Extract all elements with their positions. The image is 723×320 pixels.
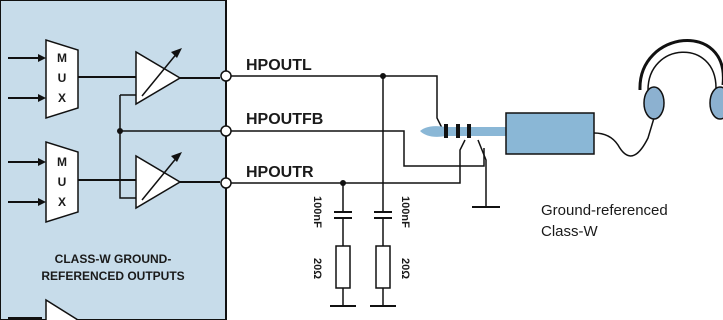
wire-hpoutl (231, 75, 445, 133)
codec-block (0, 0, 227, 320)
ground-symbol (472, 139, 500, 208)
amplifier-1-icon (135, 48, 182, 106)
headphone-cable (593, 117, 655, 157)
net-label-hpoutl: HPOUTL (246, 57, 312, 74)
net-label-hpoutfb: HPOUTFB (246, 111, 323, 128)
caption-line-2: Class-W (541, 223, 599, 240)
filter-branch-2 (370, 76, 396, 307)
filter-branch-1 (330, 183, 356, 307)
block-title-line-2: REFERENCED OUTPUTS (41, 269, 184, 283)
mux-3-partial (45, 298, 80, 320)
cap-2-label: 100nF (399, 196, 411, 228)
caption-line-1: Ground-referenced (541, 202, 668, 219)
res-1-label: 20Ω (311, 258, 323, 279)
mux-2-letter-m: M (57, 155, 67, 169)
mux-2-letter-x: X (58, 195, 66, 209)
wire-hpoutfb (231, 130, 485, 167)
mux-2-letter-u: U (58, 175, 67, 189)
pin-hpoutr (220, 177, 232, 189)
block-title-line-1: CLASS-W GROUND- (55, 252, 172, 266)
res-2-label: 20Ω (399, 258, 411, 279)
mux-1-letter-x: X (58, 91, 66, 105)
audio-jack-icon (420, 112, 595, 155)
feedback-bus (117, 94, 224, 199)
cap-1-label: 100nF (311, 196, 323, 228)
mux-1: M U X (8, 38, 79, 120)
mux-1-letter-m: M (57, 51, 67, 65)
mux-1-letter-u: U (58, 71, 67, 85)
net-label-hpoutr: HPOUTR (246, 164, 314, 181)
amplifier-2-icon (135, 152, 182, 210)
pin-hpoutfb (220, 125, 232, 137)
mux-2: M U X (8, 140, 79, 224)
pin-hpoutl (220, 70, 232, 82)
headphone-icon (638, 38, 723, 120)
